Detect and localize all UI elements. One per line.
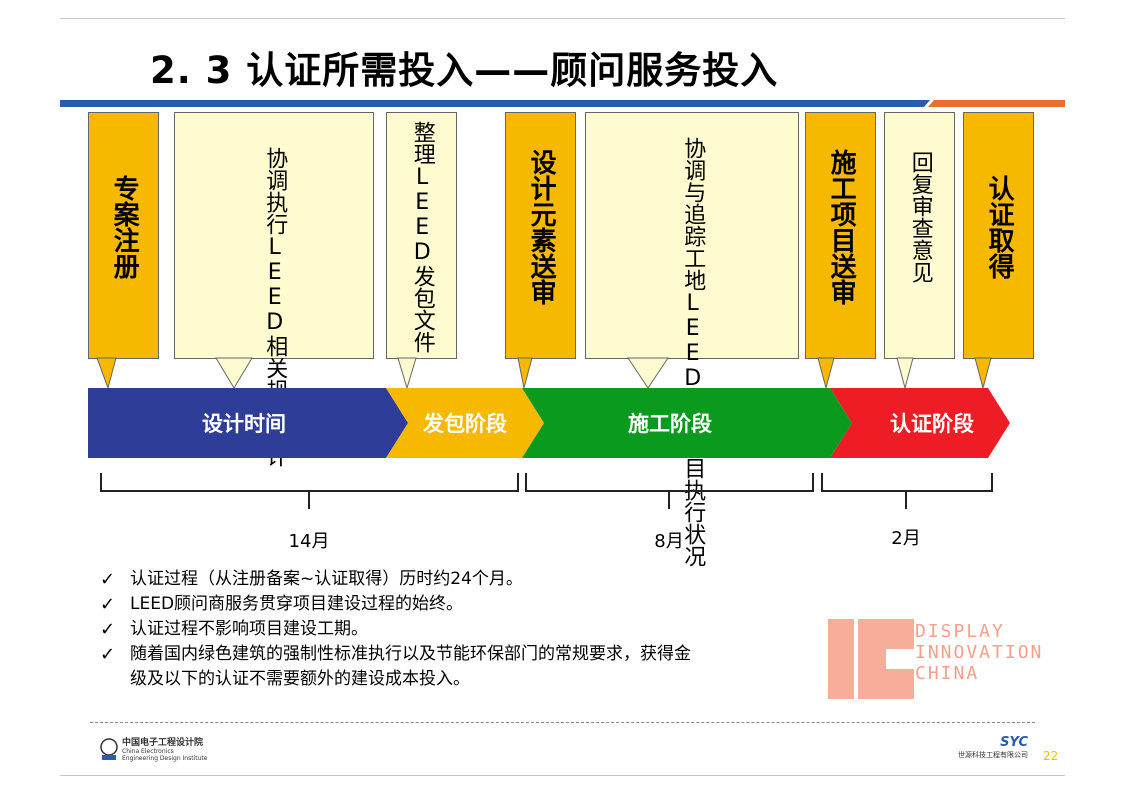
- duration-label-certification: 2月: [891, 528, 921, 549]
- bullet-item: ✓ 认证过程不影响项目建设工期。: [100, 619, 368, 640]
- phase-label-certification: 认证阶段: [890, 412, 974, 436]
- phase-label-construction: 施工阶段: [628, 412, 712, 436]
- callout-tip: [397, 357, 417, 390]
- footer-divider: [90, 722, 1035, 723]
- check-icon: ✓: [100, 644, 116, 665]
- bullet-item-continuation: 级及以下的认证不需要额外的建设成本投入。: [130, 669, 470, 689]
- callout-tip: [96, 357, 117, 390]
- check-icon: ✓: [100, 594, 116, 615]
- callout-tip: [517, 357, 533, 389]
- callout-tip: [974, 357, 992, 390]
- phase-certification: [830, 388, 1010, 458]
- callout-construction-review-submit: 施工项目送审: [805, 112, 876, 359]
- watermark-text: DISPLAY INNOVATION CHINA: [915, 621, 1044, 684]
- callout-leed-bid-docs: 整理LEED发包文件: [386, 112, 457, 359]
- top-rule: [60, 18, 1065, 19]
- callout-project-registration: 专案注册: [88, 112, 159, 359]
- duration-label-construction: 8月: [654, 531, 684, 552]
- syc-logo: SYC 世源科技工程有限公司: [958, 735, 1028, 759]
- duration-label-design-bid: 14月: [288, 531, 330, 552]
- ceedi-logo: 中国电子工程设计院 China Electronics Engineering …: [100, 735, 207, 762]
- phase-construction: [522, 388, 852, 458]
- bullet-item: ✓ 认证过程（从注册备案~认证取得）历时约24个月。: [100, 569, 523, 590]
- callout-tip: [817, 357, 835, 390]
- callout-design-review-submit: 设计元素送审: [505, 112, 576, 359]
- callout-tip: [627, 357, 669, 389]
- bottom-rule: [60, 775, 1065, 776]
- duration-bracket-8: [525, 473, 814, 509]
- duration-bracket-14: [100, 473, 519, 509]
- callout-tip: [215, 357, 253, 389]
- callout-reply-review-comments: 回复审查意见: [884, 112, 955, 359]
- display-innovation-logo-icon: [828, 619, 914, 699]
- phase-label-design: 设计时间: [202, 412, 286, 436]
- bullet-item: ✓ LEED顾问商服务贯穿项目建设过程的始终。: [100, 594, 464, 615]
- slide-title: 2. 3 认证所需投入——顾问服务投入: [150, 49, 779, 92]
- check-icon: ✓: [100, 619, 116, 640]
- callout-certification-obtained: 认证取得: [963, 112, 1034, 359]
- phase-design: [88, 388, 408, 458]
- bullet-item: ✓ 随着国内绿色建筑的强制性标准执行以及节能环保部门的常规要求，获得金: [100, 644, 691, 665]
- ceedi-logo-icon: [100, 737, 118, 760]
- phase-bidding: [386, 388, 544, 458]
- callout-tip: [896, 357, 914, 390]
- title-underline-bar: [60, 100, 1065, 107]
- page-number: 22: [1043, 749, 1059, 763]
- phase-label-bidding: 发包阶段: [422, 412, 507, 436]
- check-icon: ✓: [100, 569, 116, 590]
- duration-bracket-2: [821, 473, 993, 509]
- bullet-list: ✓ 认证过程（从注册备案~认证取得）历时约24个月。 ✓ LEED顾问商服务贯穿…: [100, 567, 691, 692]
